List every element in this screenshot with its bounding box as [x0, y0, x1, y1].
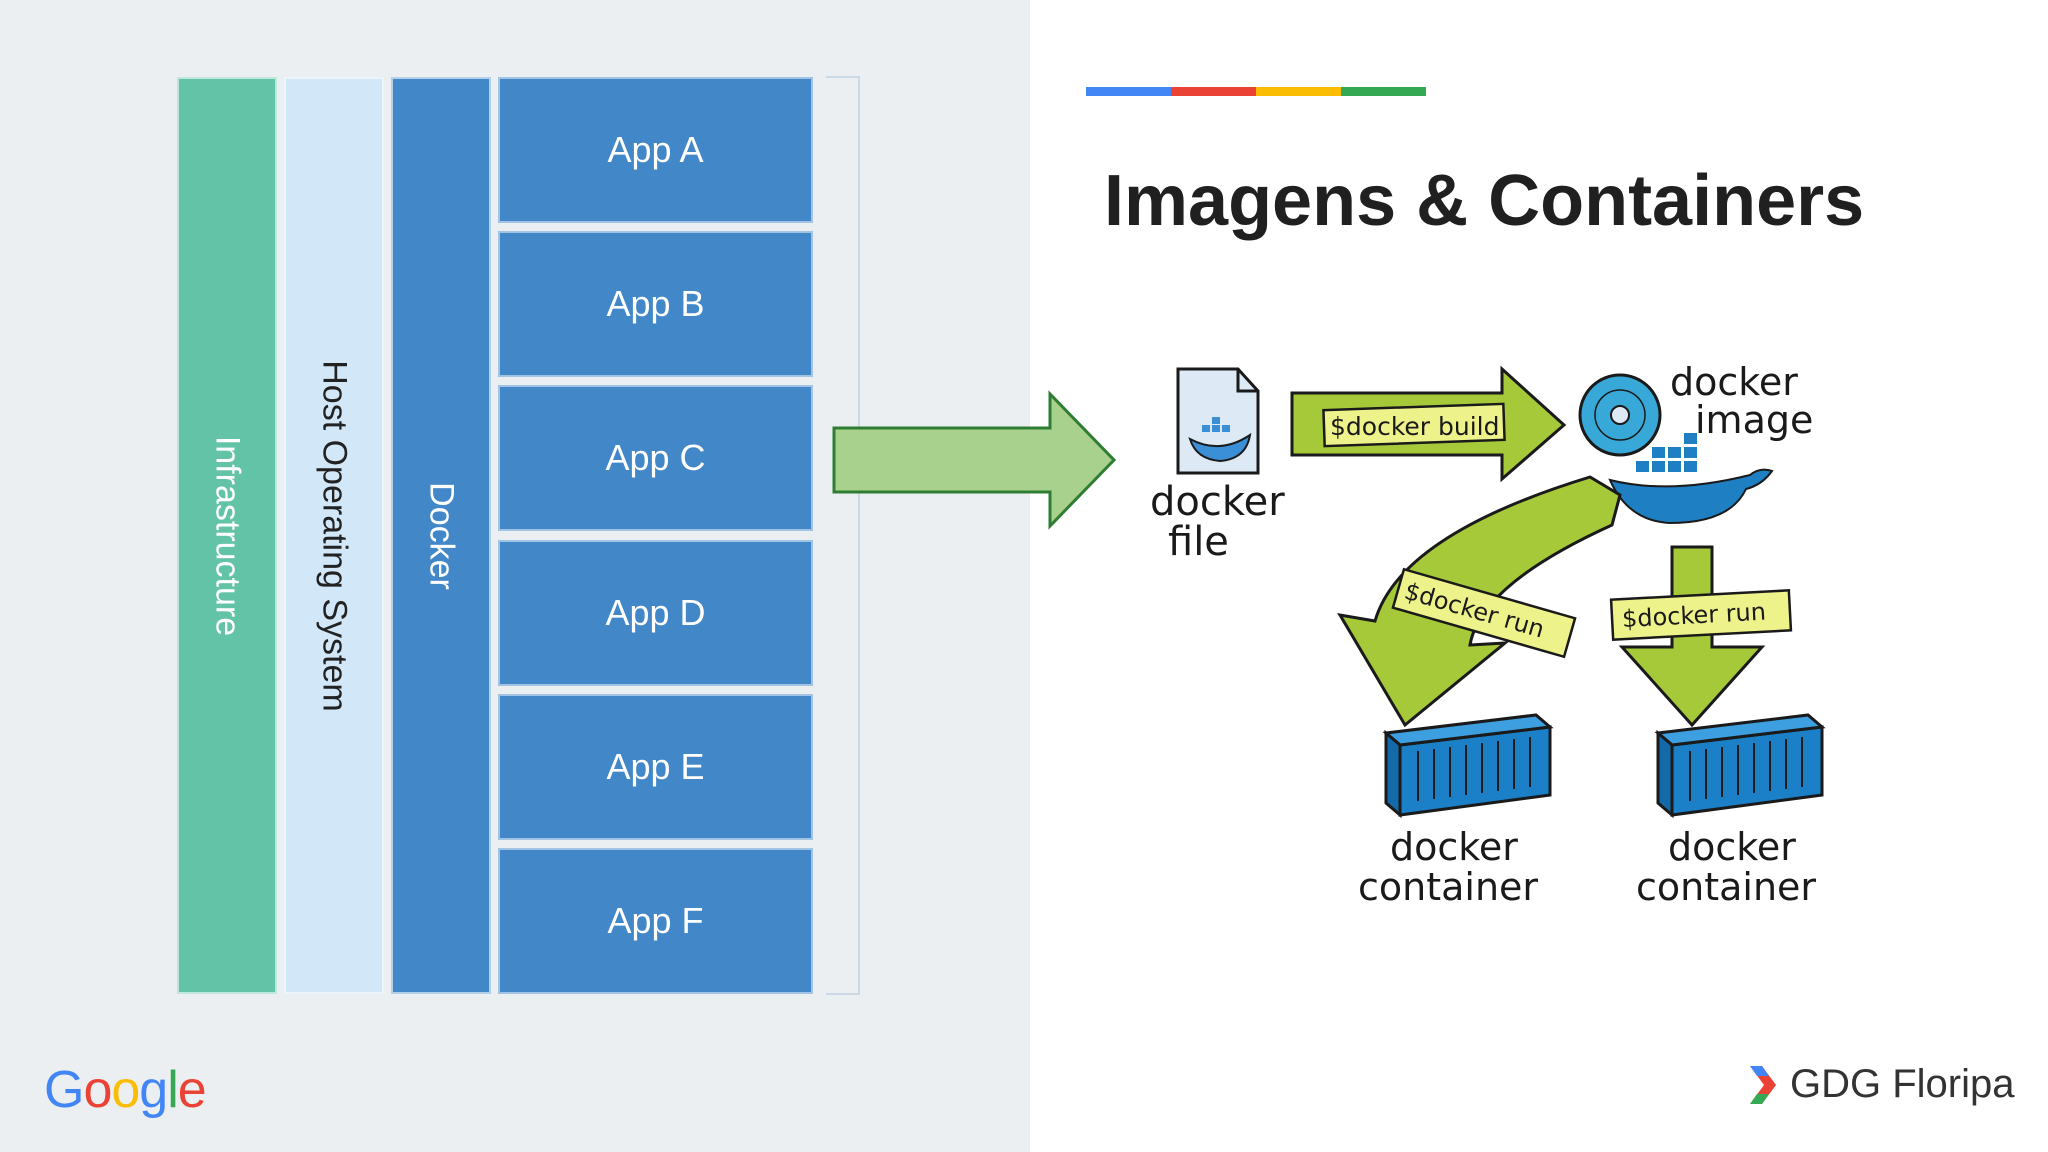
container-label: docker	[1668, 825, 1796, 869]
image-label: image	[1695, 398, 1813, 442]
app-block: App A	[498, 77, 813, 223]
infrastructure-label: Infrastructure	[208, 435, 247, 636]
gdg-chevron-icon	[1750, 1065, 1776, 1104]
docker-whale-icon	[1608, 433, 1774, 525]
gdg-logo: GDG Floripa	[1748, 1062, 2015, 1107]
app-block: App D	[498, 539, 813, 686]
container-label: docker	[1390, 825, 1518, 869]
docker-layer: Docker	[391, 77, 491, 994]
app-block: App F	[498, 847, 813, 994]
container-icon	[1382, 713, 1554, 819]
app-block: App C	[498, 385, 813, 532]
docker-label: Docker	[422, 481, 461, 590]
google-letter: l	[167, 1061, 179, 1119]
google-letter: g	[139, 1061, 168, 1119]
dockerfile-label: docker	[1150, 479, 1285, 525]
infrastructure-layer: Infrastructure	[177, 77, 277, 994]
container-icon	[1654, 713, 1826, 819]
app-block: App B	[498, 231, 813, 378]
host-os-label: Host Operating System	[315, 359, 354, 712]
container-label: container	[1636, 865, 1816, 909]
host-os-layer: Host Operating System	[284, 77, 384, 994]
google-letter: o	[111, 1061, 140, 1119]
dockerfile-icon	[1176, 367, 1260, 475]
google-letter: G	[44, 1061, 84, 1119]
docker-flow-diagram: docker file $docker build docker image $…	[1150, 360, 1826, 909]
apps-bracket	[826, 76, 860, 995]
docker-image-icon	[1578, 373, 1662, 457]
dockerfile-label: file	[1168, 519, 1229, 565]
slide-title: Imagens & Containers	[1104, 161, 1865, 241]
google-letter: e	[177, 1061, 207, 1119]
image-label: docker	[1670, 360, 1798, 404]
container-label: container	[1358, 865, 1538, 909]
app-block: App E	[498, 693, 813, 840]
apps-stack: App A App B App C App D App E App F	[498, 77, 813, 994]
accent-bar	[1086, 87, 1426, 96]
build-command: $docker build	[1330, 412, 1499, 441]
gdg-label: GDG Floripa	[1790, 1062, 2015, 1106]
google-letter: o	[83, 1061, 112, 1119]
left-panel: Infrastructure Host Operating System Doc…	[0, 0, 1030, 1152]
right-arrow-icon	[832, 390, 1117, 530]
google-logo: Google	[44, 1060, 207, 1120]
